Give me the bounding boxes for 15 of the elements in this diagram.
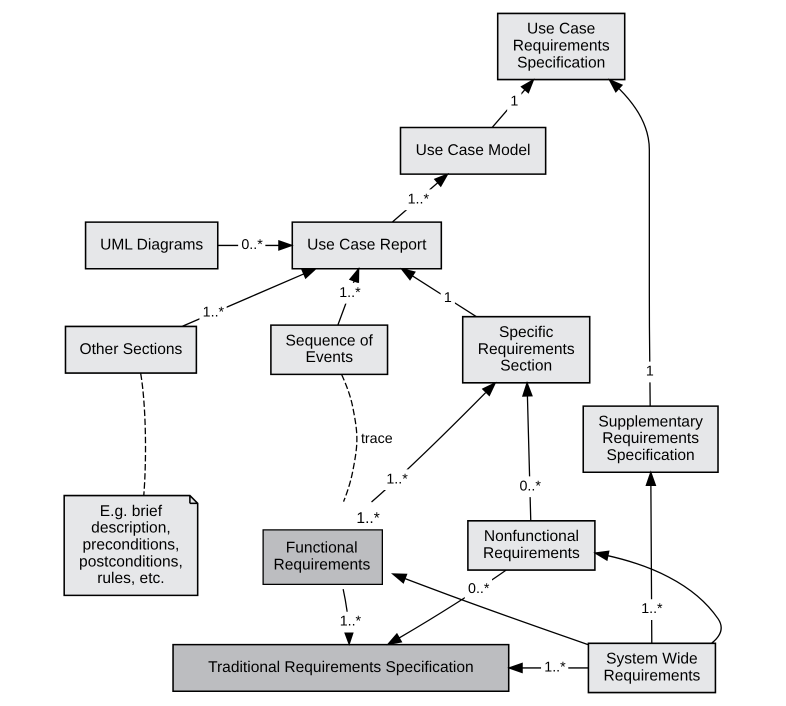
edge-label: 1..* xyxy=(386,471,408,488)
edge-label: 1..* xyxy=(202,304,224,321)
edge-label: 1..* xyxy=(340,614,362,630)
edge-label: 1..* xyxy=(544,660,566,676)
edge-label: 1 xyxy=(646,364,654,380)
edge-label: 0..* xyxy=(241,237,263,254)
edge-label: 1..* xyxy=(408,191,430,208)
edge-label: 0..* xyxy=(519,478,541,494)
edge-label: 1 xyxy=(444,290,452,306)
node-label: 1..* xyxy=(356,510,380,527)
edge-label: trace xyxy=(360,430,393,447)
edge-label: 1..* xyxy=(641,601,663,618)
edge-label: 0..* xyxy=(468,580,490,597)
edge-label: 1..* xyxy=(339,284,361,301)
edge-label: 1 xyxy=(510,94,518,110)
